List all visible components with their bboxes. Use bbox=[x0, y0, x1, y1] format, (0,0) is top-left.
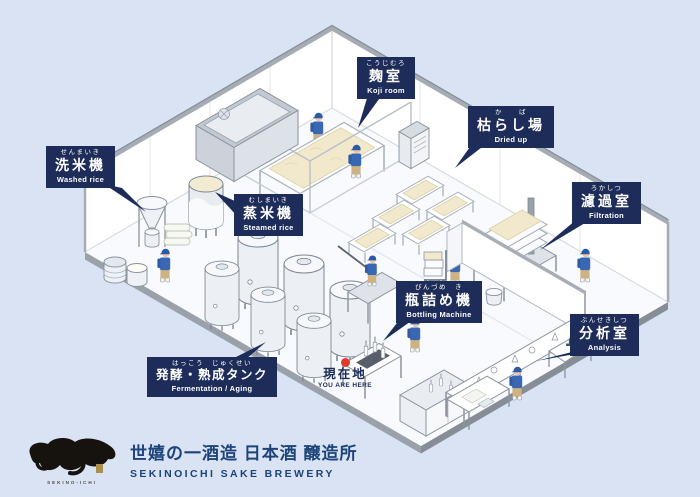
you-are-here-jp: 現在地 bbox=[323, 367, 367, 381]
logo-calligraphy-icon bbox=[29, 438, 116, 476]
label-filtration: ろかしつ 濾過室 Filtration bbox=[572, 182, 641, 224]
label-fermentation-aging: はっこう じゅくせい 発酵・熟成タンク Fermentation / Aging bbox=[147, 357, 278, 398]
label-kanji: 麹室 bbox=[369, 68, 403, 85]
label-furigana: こうじむろ bbox=[366, 60, 406, 67]
label-kanji: 枯らし場 bbox=[477, 117, 545, 134]
label-steamed-rice: むしまいき 蒸米機 Steamed rice bbox=[234, 194, 303, 236]
analysis-desk bbox=[445, 375, 511, 430]
label-english: Filtration bbox=[588, 210, 625, 220]
label-bottling-machine: びんづめ き 瓶詰め機 Bottling Machine bbox=[396, 281, 482, 323]
logo-caption: SEKINO-ICHI bbox=[47, 480, 97, 485]
you-are-here-marker: 現在地 YOU ARE HERE bbox=[301, 358, 389, 389]
label-furigana: ぶんせきしつ bbox=[580, 317, 629, 324]
label-kanji: 蒸米機 bbox=[243, 205, 294, 222]
brand-bar: SEKINO-ICHI 世嬉の一酒造 日本酒 醸造所 SEKINOICHI SA… bbox=[0, 432, 700, 492]
rice-bag-stack bbox=[163, 223, 193, 246]
steam-box bbox=[195, 87, 299, 183]
air-conditioner-cabinet bbox=[398, 120, 430, 170]
label-furigana: ろかしつ bbox=[590, 185, 623, 192]
tray-cart bbox=[423, 250, 447, 285]
label-kanji: 分析室 bbox=[579, 325, 630, 342]
filtration-partition-wall bbox=[446, 219, 586, 335]
brand-title-en: SEKINOICHI SAKE BREWERY bbox=[130, 467, 335, 480]
label-kanji: 発酵・熟成タンク bbox=[156, 368, 269, 383]
bottling-table bbox=[341, 336, 403, 399]
label-english: Washed rice bbox=[56, 174, 105, 184]
label-furigana: むしまいき bbox=[248, 197, 289, 204]
label-english: Steamed rice bbox=[243, 222, 294, 232]
steamed-rice-machine bbox=[170, 153, 224, 238]
bucket bbox=[485, 287, 503, 306]
you-are-here-en: YOU ARE HERE bbox=[317, 381, 373, 389]
you-are-here-dot bbox=[340, 358, 350, 367]
label-washed-rice: せんまいき 洗米機 Washed rice bbox=[46, 146, 115, 188]
label-english: Bottling Machine bbox=[406, 309, 472, 319]
rice-washing-machine bbox=[136, 196, 168, 248]
rice-barrels bbox=[103, 256, 148, 287]
brewery-logo: SEKINO-ICHI bbox=[24, 434, 120, 490]
label-furigana: びんづめ き bbox=[415, 284, 463, 291]
label-furigana: せんまいき bbox=[60, 149, 101, 156]
label-analysis: ぶんせきしつ 分析室 Analysis bbox=[570, 314, 639, 356]
logo-seal bbox=[96, 464, 103, 473]
label-english: Fermentation / Aging bbox=[171, 383, 253, 393]
label-kanji: 洗米機 bbox=[55, 157, 106, 174]
label-furigana: か ば bbox=[495, 109, 527, 116]
label-english: Koji room bbox=[367, 85, 405, 95]
label-kanji: 瓶詰め機 bbox=[405, 292, 473, 309]
label-dried-up: か ば 枯らし場 Dried up bbox=[468, 106, 554, 148]
label-english: Analysis bbox=[587, 342, 622, 352]
label-english: Dried up bbox=[494, 134, 528, 144]
label-kanji: 濾過室 bbox=[581, 193, 632, 210]
label-koji-room: こうじむろ 麹室 Koji room bbox=[357, 57, 415, 99]
brand-text: 世嬉の一酒造 日本酒 醸造所 SEKINOICHI SAKE BREWERY bbox=[130, 444, 357, 479]
callout-tails bbox=[104, 95, 590, 361]
brand-title-jp: 世嬉の一酒造 日本酒 醸造所 bbox=[130, 444, 358, 464]
label-furigana: はっこう じゅくせい bbox=[172, 360, 252, 367]
